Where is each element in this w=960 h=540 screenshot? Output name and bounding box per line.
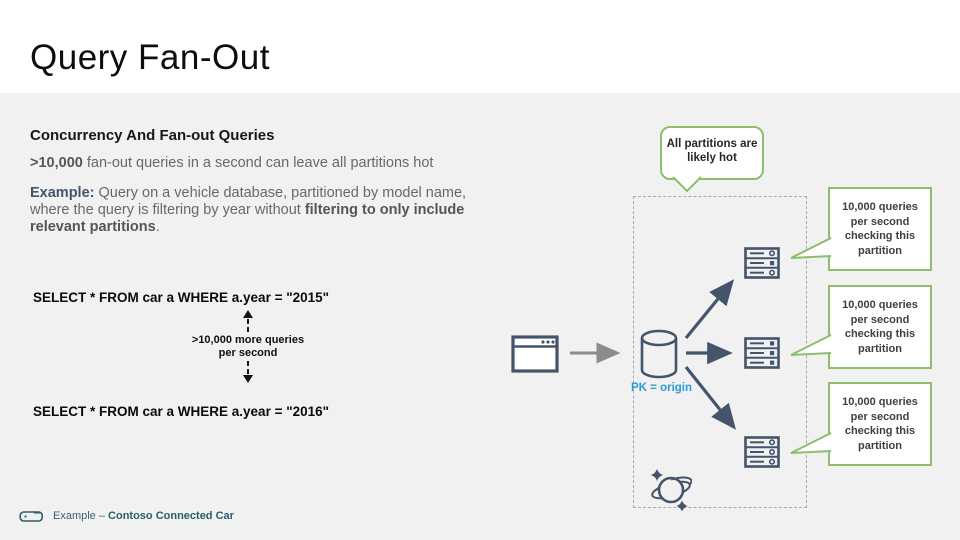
example-paragraph: Example: Query on a vehicle database, pa… (30, 185, 482, 236)
speech-bubble-all-partitions: All partitions are likely hot (660, 126, 764, 180)
pk-origin-label: PK = origin (631, 382, 693, 394)
callout-10k-queries-2: 10,000 queries per second checking this … (828, 285, 932, 369)
car-icon (19, 511, 44, 522)
sql-query-2016: SELECT * FROM car a WHERE a.year = "2016… (33, 404, 330, 419)
server-partition-icon-1 (744, 247, 780, 279)
example-text: Query on a vehicle database, partitioned… (30, 185, 467, 219)
dashed-line-bottom (247, 361, 249, 375)
page-title: Query Fan-Out (30, 38, 270, 77)
server-partition-icon-2 (744, 337, 780, 369)
fact-line: >10,000 fan-out queries in a second can … (30, 155, 433, 171)
section-heading: Concurrency And Fan-out Queries (30, 127, 275, 144)
callout-10k-queries-3: 10,000 queries per second checking this … (828, 382, 932, 466)
cosmos-planet-icon (651, 469, 692, 512)
footer-prefix: Example – (53, 510, 109, 522)
dashed-line-top (247, 319, 249, 332)
server-partition-icon-3 (744, 436, 780, 468)
browser-window-icon (511, 335, 559, 373)
fact-line-rest: fan-out queries in a second can leave al… (82, 155, 434, 171)
footer-brand: Contoso Connected Car (108, 510, 234, 522)
database-cylinder-icon (640, 329, 678, 379)
sql-query-2015: SELECT * FROM car a WHERE a.year = "2015… (33, 290, 330, 305)
example-suffix: . (155, 219, 160, 236)
arrow-up-icon (243, 310, 253, 318)
callout-10k-queries-1: 10,000 queries per second checking this … (828, 187, 932, 271)
footer-text: Example – Contoso Connected Car (53, 510, 234, 522)
connector-label: >10,000 more queries per second (170, 333, 326, 360)
example-bold-text: filtering to only include relevant parti… (30, 202, 465, 236)
connector-line1: >10,000 more queries (191, 334, 305, 346)
footer: Example – Contoso Connected Car (19, 506, 234, 526)
queries-connector: >10,000 more queries per second (170, 310, 326, 384)
content-band (0, 93, 960, 540)
arrow-down-icon (243, 375, 253, 384)
connector-line2: per second (218, 346, 278, 359)
fact-line-bold: >10,000 (30, 155, 83, 171)
example-label: Example: (30, 185, 95, 201)
